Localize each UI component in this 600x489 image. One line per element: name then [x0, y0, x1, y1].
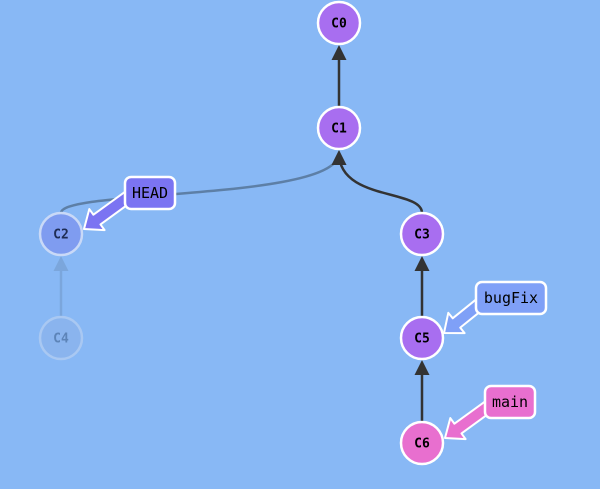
commit-c2[interactable]: C2	[38, 211, 84, 257]
commit-label: C5	[414, 332, 430, 347]
ref-head-box	[123, 175, 177, 211]
ref-bugfix-label: bugFix	[484, 289, 538, 307]
ref-head-label: HEAD	[132, 184, 168, 202]
refs-layer: HEAD bugFix main	[83, 175, 548, 441]
commit-label: C2	[53, 228, 69, 243]
ref-main-label: main	[492, 393, 528, 411]
commit-c4[interactable]: C4	[38, 315, 84, 361]
commit-label: C3	[414, 228, 430, 243]
ref-main-box	[483, 384, 537, 420]
commit-circle	[316, 0, 362, 46]
commit-circle	[399, 315, 445, 361]
commit-label: C0	[331, 17, 347, 32]
commit-label: C1	[331, 122, 347, 137]
commit-circle	[38, 315, 84, 361]
commit-circle	[38, 211, 84, 257]
ref-main[interactable]: main	[444, 384, 537, 441]
commit-c0[interactable]: C0	[316, 0, 362, 46]
edge-c2-c1	[59, 150, 347, 214]
commit-circle	[316, 105, 362, 151]
commit-c3[interactable]: C3	[399, 211, 445, 257]
commit-c6[interactable]: C6	[399, 420, 445, 466]
commit-circle	[399, 420, 445, 466]
commit-label: C4	[53, 332, 69, 347]
commit-c1[interactable]: C1	[316, 105, 362, 151]
commit-circle	[399, 211, 445, 257]
commit-label: C6	[414, 437, 430, 452]
ref-bugfix-box	[474, 280, 548, 316]
ref-head[interactable]: HEAD	[83, 175, 177, 232]
commit-c5[interactable]: C5	[399, 315, 445, 361]
edges-layer	[53, 45, 430, 422]
edge-c3-c1	[331, 150, 424, 214]
ref-bugfix[interactable]: bugFix	[443, 280, 548, 335]
